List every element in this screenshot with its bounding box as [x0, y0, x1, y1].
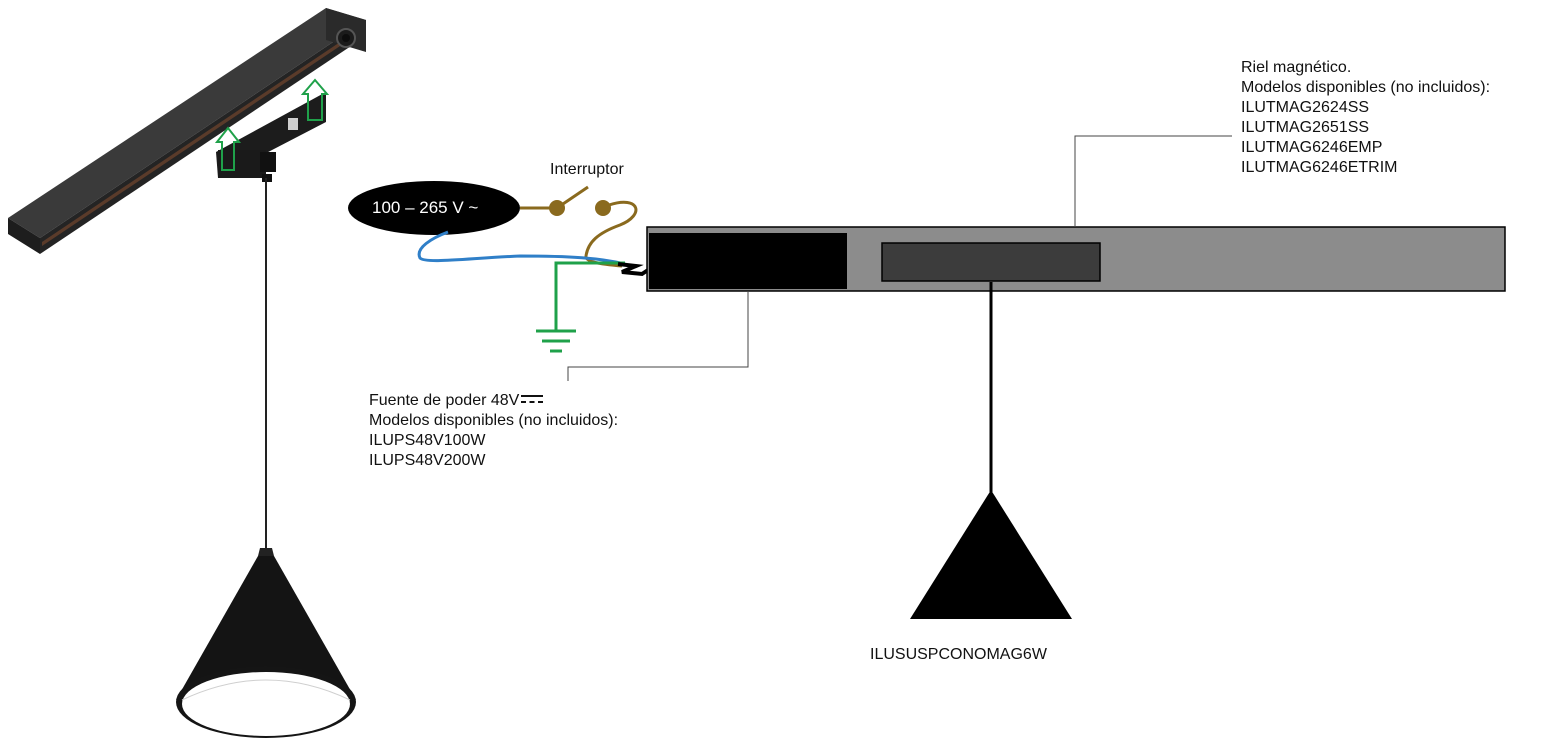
dc-symbol-icon [521, 394, 544, 403]
arrow-up-icon [300, 78, 330, 121]
psu-note: Fuente de poder 48V Modelos disponibles … [369, 391, 618, 471]
ground-icon [536, 329, 576, 353]
power-source [348, 181, 520, 235]
pendant-cone-shape [910, 490, 1072, 619]
rail-note: Riel magnético. Modelos disponibles (no … [1241, 58, 1490, 178]
switch-label: Interruptor [550, 161, 624, 178]
light-module [881, 242, 1101, 282]
rail-model-item: ILUTMAG2651SS [1241, 119, 1370, 136]
voltage-label: 100 – 265 V ~ [372, 198, 479, 217]
psu-note-title: Fuente de poder 48V [369, 392, 520, 409]
switch-contact [595, 200, 611, 216]
track-illustration [8, 8, 366, 254]
psu-leader-line [567, 291, 749, 381]
ground-wire [554, 261, 625, 330]
power-supply [649, 233, 847, 289]
switch-lever [556, 185, 589, 210]
neutral-wire [417, 230, 626, 266]
rail-note-subtitle: Modelos disponibles (no incluidos): [1241, 79, 1491, 96]
rail-model-item: ILUTMAG6246ETRIM [1241, 159, 1398, 176]
power-cable [617, 262, 650, 277]
rail-leader-line [1074, 135, 1232, 227]
psu-note-subtitle: Modelos disponibles (no incluidos): [369, 412, 619, 429]
rail-model-item: ILUTMAG2624SS [1241, 99, 1370, 116]
arrow-up-icon [214, 126, 242, 171]
pendant-label: ILUSUSPCONOMAG6W [870, 646, 1047, 663]
pendant-illustration [176, 178, 356, 738]
rail-model-item: ILUTMAG6246EMP [1241, 139, 1383, 156]
live-wire [584, 200, 638, 268]
psu-note-title-row: Fuente de poder 48V [369, 391, 618, 411]
rail-note-title: Riel magnético. [1241, 59, 1352, 76]
psu-model-item: ILUPS48V100W [369, 432, 486, 449]
psu-model-item: ILUPS48V200W [369, 452, 486, 469]
